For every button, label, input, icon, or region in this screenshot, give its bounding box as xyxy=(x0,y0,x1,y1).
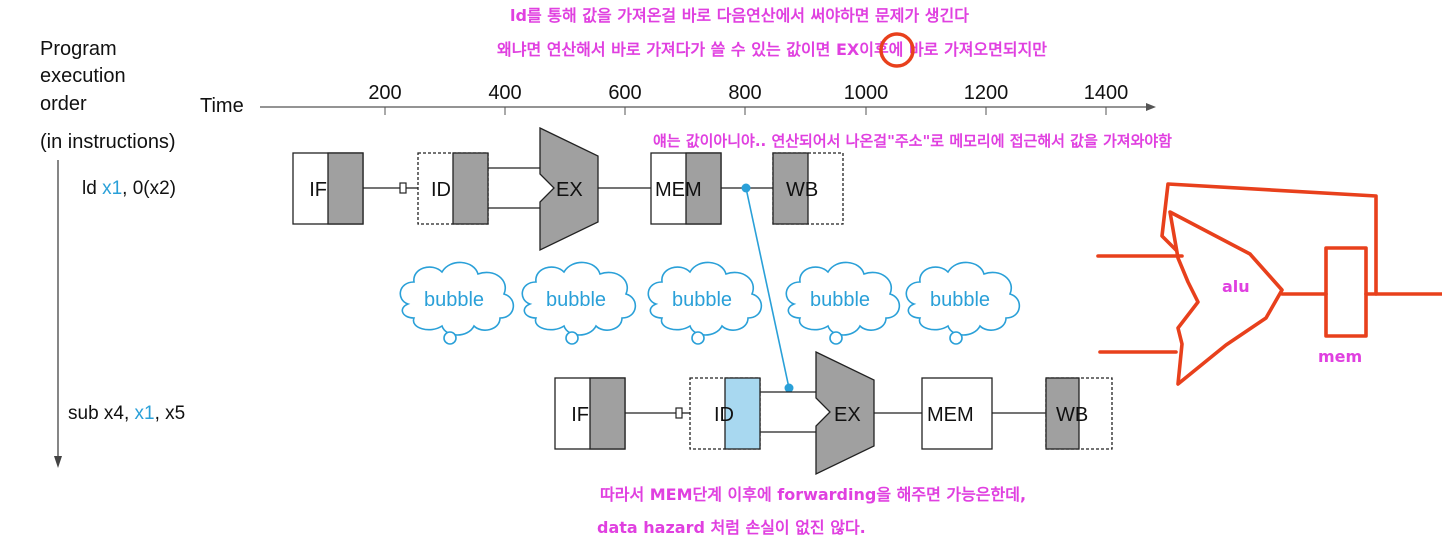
wb-stage-label: WB xyxy=(786,179,818,201)
id-stage-label: ID xyxy=(431,179,451,201)
time-ticks xyxy=(384,107,1107,115)
tick-label: 1400 xyxy=(1084,82,1129,104)
time-axis-arrowhead xyxy=(1146,103,1156,111)
if-stage-label: IF xyxy=(571,404,589,426)
tick-label: 200 xyxy=(368,82,401,104)
tick-label: 600 xyxy=(608,82,641,104)
highlight-circle xyxy=(879,32,915,68)
instruction-sub: sub x4, x1, x5 xyxy=(68,403,185,424)
if-stage-label: IF xyxy=(309,179,327,201)
annotation-middle: 얘는 값이아니야.. 연산되어서 나온걸"주소"로 메모리에 접근해서 값을 가… xyxy=(653,132,1172,150)
program-order-label-line1: Program xyxy=(40,38,117,60)
annotation-bottom-line1: 따라서 MEM단계 이후에 forwarding을 해주면 가능은한데, xyxy=(600,485,1026,504)
tick-label: 1000 xyxy=(844,82,889,104)
ex-alu-shape xyxy=(539,126,599,252)
annotation-top-line2: 왜냐면 연산해서 바로 가져다가 쓸 수 있는 값이면 EX이후에 바로 가져오… xyxy=(497,40,1047,59)
bubble-5: bubble xyxy=(905,261,1021,345)
forwarding-source-dot xyxy=(741,183,751,193)
tick-label: 400 xyxy=(488,82,521,104)
bubble-3: bubble xyxy=(647,261,763,345)
ld-pipeline: IF ID EX MEM WB xyxy=(292,126,844,252)
bubble-2: bubble xyxy=(521,261,637,345)
id-stage-label: ID xyxy=(714,404,734,426)
annotation-bottom-line2: data hazard 처럼 손실이 없진 않다. xyxy=(597,518,866,537)
mem-stage-label: MEM xyxy=(927,404,974,426)
sub-pipeline: IF ID EX MEM WB xyxy=(554,350,1113,476)
program-order-label-line2: execution xyxy=(40,65,126,87)
time-label: Time xyxy=(200,95,244,117)
sketch-alu-shape xyxy=(1168,210,1284,386)
instruction-ld: ld x1, 0(x2) xyxy=(82,178,176,199)
bubble-label: bubble xyxy=(424,289,484,311)
ex-stage-label: EX xyxy=(556,179,583,201)
ex-alu-shape xyxy=(815,350,875,476)
bubble-label: bubble xyxy=(810,289,870,311)
forwarding-target-dot xyxy=(784,383,794,393)
wb-stage-label: WB xyxy=(1056,404,1088,426)
sketch-mem-block xyxy=(1324,246,1368,338)
tick-label: 800 xyxy=(728,82,761,104)
bubble-label: bubble xyxy=(672,289,732,311)
order-axis-arrowhead xyxy=(54,456,62,468)
alu-mem-sketch xyxy=(1096,182,1442,386)
sketch-mem-label: mem xyxy=(1318,347,1362,366)
forwarding-path xyxy=(745,187,790,389)
bubble-4: bubble xyxy=(785,261,901,345)
sketch-alu-label: alu xyxy=(1222,277,1250,296)
id-highlight xyxy=(724,377,761,450)
tick-label: 1200 xyxy=(964,82,1009,104)
ex-stage-label: EX xyxy=(834,404,861,426)
mem-stage-label: MEM xyxy=(655,179,702,201)
bubble-1: bubble xyxy=(399,261,515,345)
program-order-label-line4: (in instructions) xyxy=(40,131,176,153)
bubble-label: bubble xyxy=(930,289,990,311)
annotation-top-line1: ld를 통해 값을 가져온걸 바로 다음연산에서 써야하면 문제가 생긴다 xyxy=(510,6,969,25)
program-order-label-line3: order xyxy=(40,93,87,115)
bubble-label: bubble xyxy=(546,289,606,311)
sketch-feedback-path xyxy=(1160,182,1378,296)
